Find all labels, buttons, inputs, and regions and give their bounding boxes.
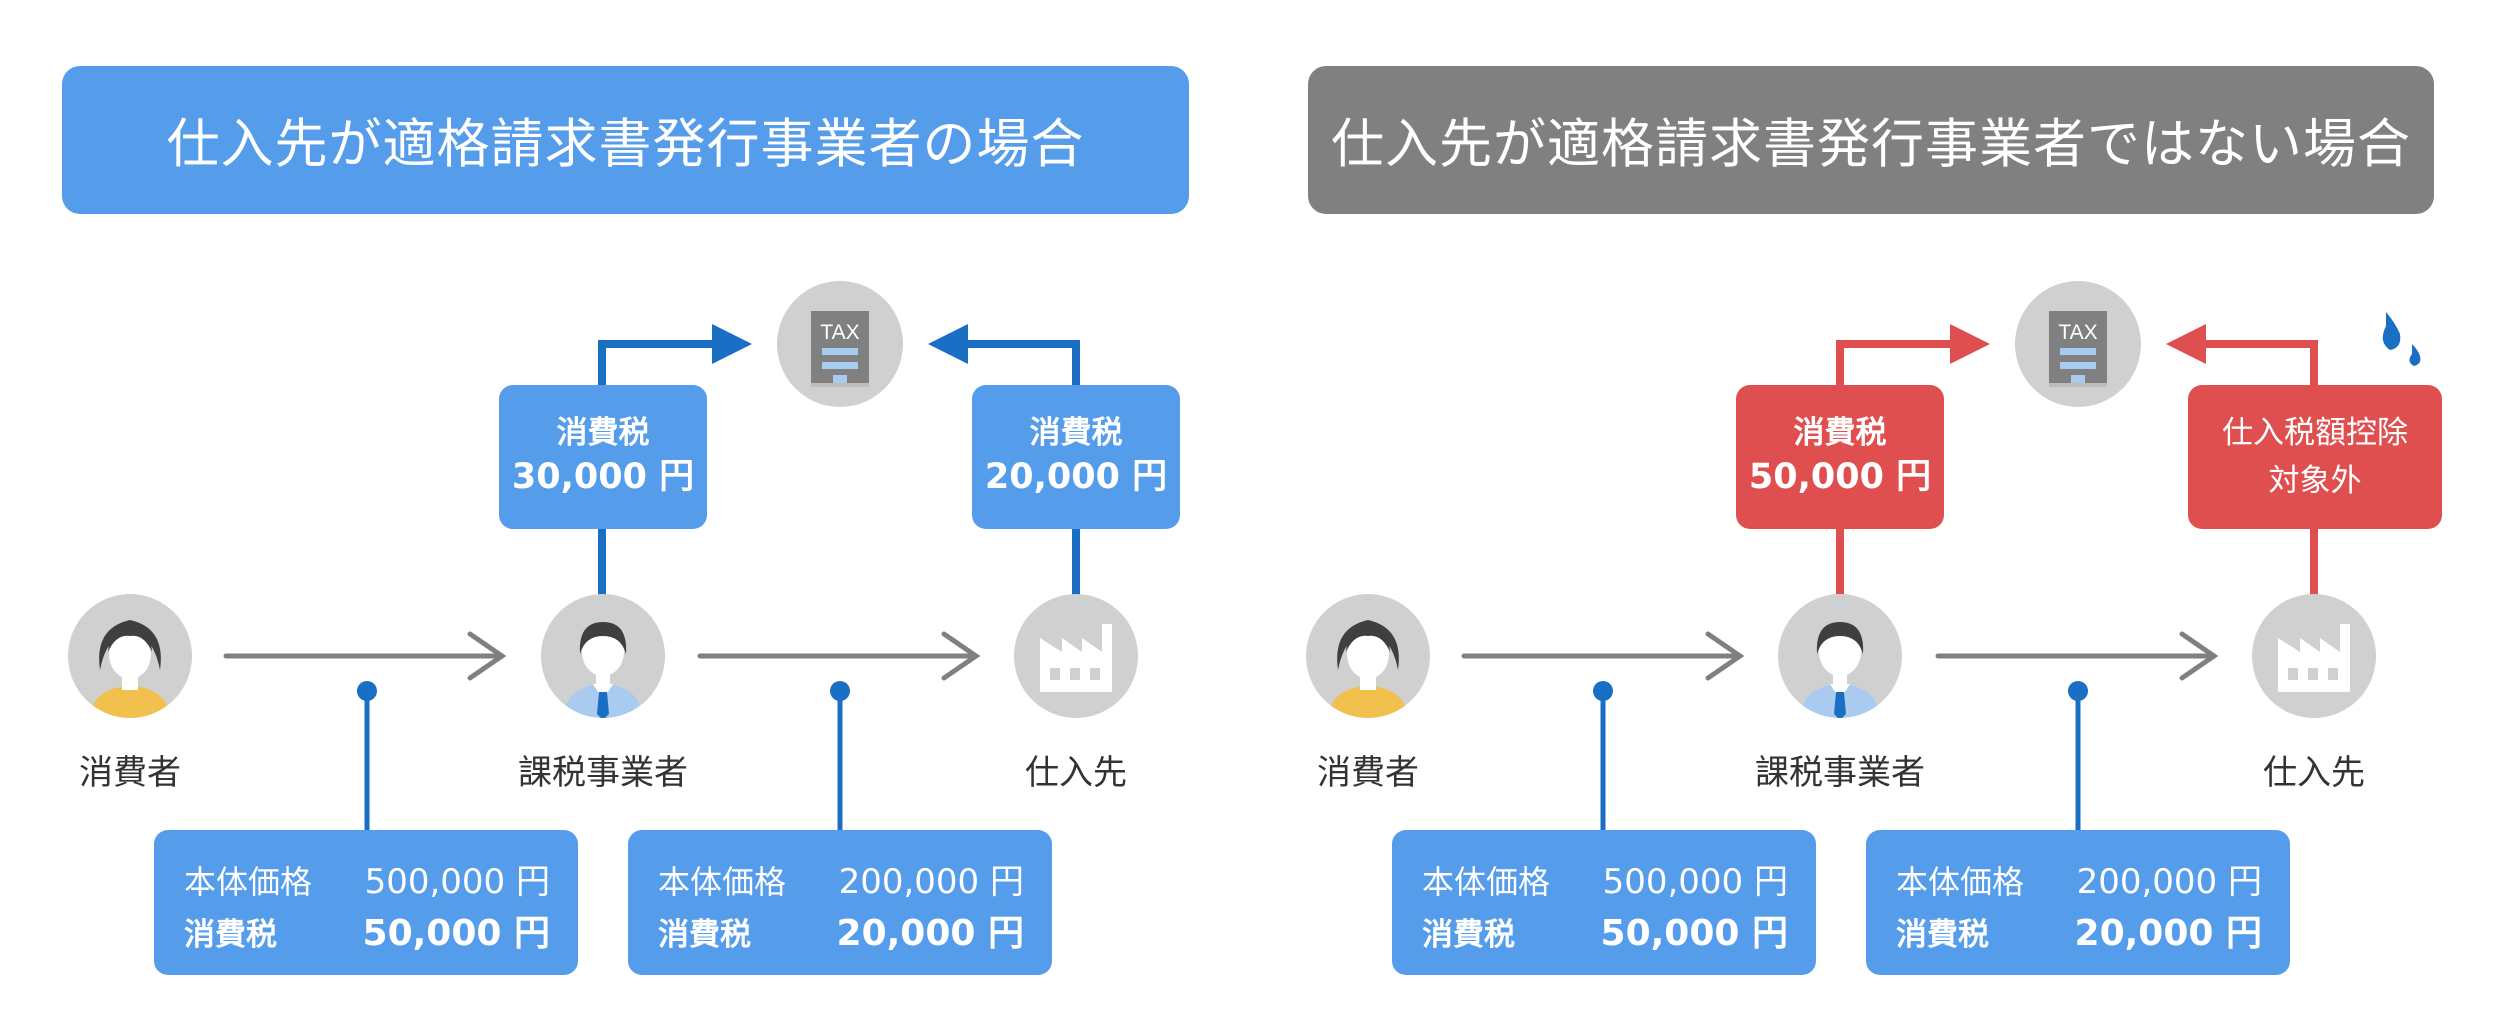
- price-connector-right: [830, 681, 850, 835]
- price-value: 50,000 円: [1600, 913, 1788, 954]
- tax-office-sign: TAX: [2058, 321, 2097, 344]
- panel-title-non-qualified: 仕入先が適格請求書発行事業者ではない場合: [1308, 66, 2434, 214]
- panel-qualified: TAX: [68, 281, 1138, 835]
- flow-arrow-consumer-business: [1461, 631, 1745, 681]
- tax-office-sign: TAX: [820, 321, 859, 344]
- price-connector-right: [2068, 681, 2088, 835]
- node-label-supplier: 仕入先: [1025, 753, 1127, 793]
- price-value: 200,000 円: [838, 862, 1024, 902]
- price-box-consumer-business: 本体価格 500,000 円 消費税 50,000 円: [1392, 830, 1816, 975]
- tax-box-amount: 50,000 円: [1748, 457, 1932, 498]
- consumer-icon: [1306, 594, 1430, 722]
- price-value: 20,000 円: [2074, 913, 2262, 954]
- price-connector-left: [1593, 681, 1613, 835]
- price-key: 消費税: [1896, 917, 1989, 953]
- tax-box-label: 消費税: [556, 415, 650, 452]
- deduction-note-line-2: 対象外: [2268, 463, 2362, 499]
- price-box-business-supplier: 本体価格 200,000 円 消費税 20,000 円: [1866, 830, 2290, 975]
- sweat-drop-icon: [2382, 312, 2421, 366]
- price-value: 200,000 円: [2076, 862, 2262, 902]
- tax-box-label: 消費税: [1029, 415, 1123, 452]
- node-label-consumer: 消費者: [79, 753, 181, 793]
- node-label-business: 課税事業者: [1755, 753, 1925, 793]
- tax-box-deduction-excluded: 仕入税額控除 対象外: [2188, 385, 2442, 529]
- flow-arrow-business-supplier: [697, 631, 981, 681]
- price-key: 本体価格: [658, 863, 787, 901]
- price-value: 50,000 円: [362, 913, 550, 954]
- tax-box-supplier: 消費税 20,000 円: [972, 385, 1180, 529]
- tax-box-amount: 30,000 円: [511, 457, 695, 498]
- tax-box-label: 消費税: [1793, 415, 1887, 452]
- node-label-business: 課税事業者: [518, 753, 688, 793]
- price-key: 消費税: [1422, 917, 1515, 953]
- price-box-consumer-business: 本体価格 500,000 円 消費税 50,000 円: [154, 830, 578, 975]
- tax-box-business: 消費税 50,000 円: [1736, 385, 1944, 529]
- price-connector-left: [357, 681, 377, 835]
- deduction-note-line-1: 仕入税額控除: [2222, 414, 2408, 451]
- tax-office-icon: [777, 281, 903, 407]
- factory-icon: [2252, 594, 2376, 718]
- business-person-icon: [1778, 594, 1902, 722]
- flow-arrow-consumer-business: [223, 631, 507, 681]
- business-person-icon: [541, 594, 665, 722]
- tax-box-amount: 20,000 円: [984, 457, 1168, 498]
- price-key: 消費税: [658, 917, 751, 953]
- price-key: 本体価格: [1896, 863, 2025, 901]
- node-label-supplier: 仕入先: [2263, 753, 2365, 793]
- price-value: 500,000 円: [1602, 862, 1788, 902]
- price-value: 500,000 円: [364, 862, 550, 902]
- factory-icon: [1014, 594, 1138, 718]
- node-label-consumer: 消費者: [1317, 753, 1419, 793]
- price-value: 20,000 円: [836, 913, 1024, 954]
- panel-title-qualified: 仕入先が適格請求書発行事業者の場合: [62, 66, 1189, 214]
- tax-box-business: 消費税 30,000 円: [499, 385, 707, 529]
- price-key: 本体価格: [184, 863, 313, 901]
- flow-arrow-business-supplier: [1935, 631, 2219, 681]
- consumer-icon: [68, 594, 192, 722]
- price-key: 消費税: [184, 917, 277, 953]
- price-key: 本体価格: [1422, 863, 1551, 901]
- price-box-business-supplier: 本体価格 200,000 円 消費税 20,000 円: [628, 830, 1052, 975]
- tax-office-icon: [2015, 281, 2141, 407]
